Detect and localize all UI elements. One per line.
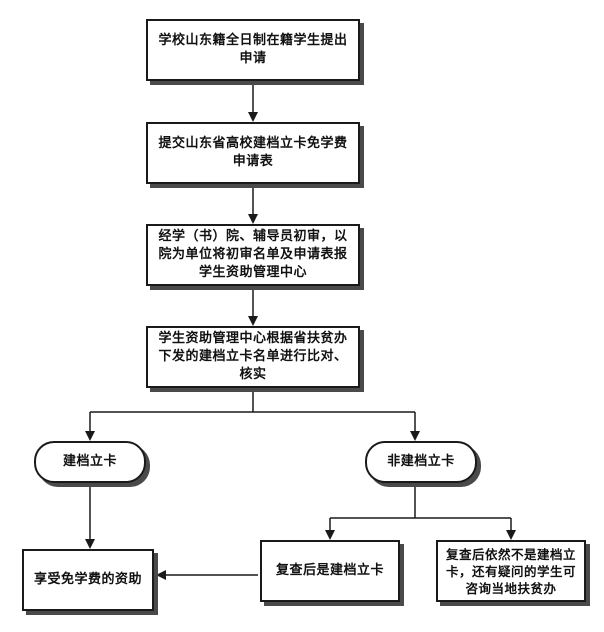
step-preliminary-review: 经学（书）院、辅导员初审，以院为单位将初审名单及申请表报学生资助管理中心 <box>146 224 360 286</box>
step-submit-application: 学校山东籍全日制在籍学生提出申请 <box>146 19 360 81</box>
outcome-tuition-waiver: 享受免学费的资助 <box>22 549 154 611</box>
outcome-recheck-not-archived: 复查后依然不是建档立卡，还有疑问的学生可咨询当地扶贫办 <box>436 540 586 602</box>
branch-not-archived: 非建档立卡 <box>365 441 477 483</box>
step-verification: 学生资助管理中心根据省扶贫办下发的建档立卡名单进行比对、核实 <box>146 326 360 388</box>
branch-archived: 建档立卡 <box>34 441 146 483</box>
step-submit-form: 提交山东省高校建档立卡免学费申请表 <box>146 122 360 184</box>
outcome-recheck-archived: 复查后是建档立卡 <box>260 540 400 602</box>
